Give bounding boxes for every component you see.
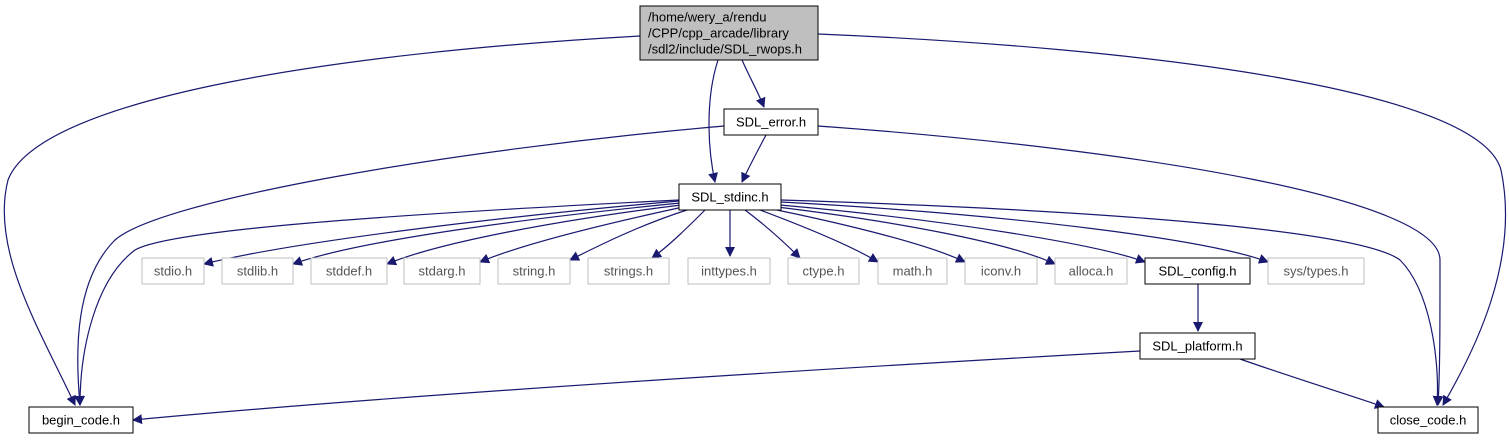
edge-sdl-platform-to-begin-code bbox=[132, 350, 1141, 425]
edge-root-to-begin-code bbox=[3, 35, 641, 406]
node-sdl-error[interactable]: SDL_error.h bbox=[723, 108, 819, 136]
node-label: ctype.h bbox=[803, 264, 845, 279]
edge-sdl-platform-to-close-code bbox=[1239, 358, 1385, 409]
node-box bbox=[310, 257, 388, 285]
node-sys-types[interactable]: sys/types.h bbox=[1267, 257, 1365, 285]
node-stdarg[interactable]: stdarg.h bbox=[403, 257, 481, 285]
node-box bbox=[1377, 406, 1479, 434]
node-inttypes[interactable]: inttypes.h bbox=[687, 257, 771, 285]
node-box bbox=[639, 5, 819, 61]
edge-sdl-stdinc-to-close-code bbox=[780, 199, 1443, 406]
node-label: stdlib.h bbox=[237, 264, 278, 279]
node-label: string.h bbox=[513, 264, 556, 279]
edge-sdl-stdinc-to-begin-code bbox=[75, 199, 680, 406]
node-box bbox=[587, 257, 670, 285]
node-box bbox=[723, 108, 819, 136]
node-close-code[interactable]: close_code.h bbox=[1377, 406, 1479, 434]
edge-sdl-error-to-close-code bbox=[817, 125, 1444, 406]
node-box bbox=[1139, 332, 1256, 360]
node-math[interactable]: math.h bbox=[877, 257, 948, 285]
edge-sdl-stdinc-to-ctype bbox=[744, 209, 801, 259]
edge-sdl-error-to-begin-code bbox=[74, 125, 725, 406]
node-alloca[interactable]: alloca.h bbox=[1054, 257, 1128, 285]
node-box bbox=[687, 257, 771, 285]
edge-root-to-close-code bbox=[817, 33, 1507, 406]
node-label: stdarg.h bbox=[419, 264, 466, 279]
node-label: strings.h bbox=[604, 264, 653, 279]
node-label: stdio.h bbox=[154, 264, 192, 279]
node-stdlib[interactable]: stdlib.h bbox=[221, 257, 294, 285]
node-label: SDL_platform.h bbox=[1152, 339, 1242, 354]
edges-layer bbox=[3, 33, 1507, 425]
edge-sdl-stdinc-to-string bbox=[569, 209, 688, 261]
node-stddef[interactable]: stddef.h bbox=[310, 257, 388, 285]
node-box bbox=[221, 257, 294, 285]
node-iconv[interactable]: iconv.h bbox=[964, 257, 1038, 285]
node-box bbox=[497, 257, 571, 285]
edge-sdl-stdinc-to-stddef bbox=[386, 204, 682, 266]
edge-root-to-sdl-stdinc bbox=[708, 59, 719, 183]
edge-sdl-stdinc-to-iconv bbox=[771, 208, 966, 263]
node-label: sys/types.h bbox=[1283, 264, 1348, 279]
edge-sdl-stdinc-to-sdl-config bbox=[779, 204, 1146, 264]
edge-sdl-stdinc-to-stdio bbox=[203, 200, 680, 267]
node-label: stddef.h bbox=[326, 264, 372, 279]
node-box bbox=[403, 257, 481, 285]
node-label: math.h bbox=[893, 264, 933, 279]
node-label: alloca.h bbox=[1069, 264, 1114, 279]
node-box bbox=[28, 406, 134, 434]
node-label: iconv.h bbox=[981, 264, 1021, 279]
node-box bbox=[964, 257, 1038, 285]
edge-sdl-stdinc-to-math bbox=[759, 209, 879, 263]
node-sdl-config[interactable]: SDL_config.h bbox=[1144, 257, 1251, 285]
node-label: /sdl2/include/SDL_rwops.h bbox=[648, 42, 802, 57]
node-box bbox=[141, 257, 205, 285]
node-sdl-stdinc[interactable]: SDL_stdinc.h bbox=[678, 183, 782, 211]
node-label: SDL_config.h bbox=[1158, 264, 1236, 279]
edge-sdl-stdinc-to-sys-types bbox=[780, 201, 1269, 264]
node-string[interactable]: string.h bbox=[497, 257, 571, 285]
edge-sdl-stdinc-to-stdlib bbox=[292, 202, 681, 266]
node-box bbox=[678, 183, 782, 211]
node-sdl-platform[interactable]: SDL_platform.h bbox=[1139, 332, 1256, 360]
node-root: /home/wery_a/rendu/CPP/cpp_arcade/librar… bbox=[639, 5, 819, 61]
edge-root-to-sdl-error bbox=[741, 59, 766, 108]
edge-sdl-stdinc-to-alloca bbox=[776, 206, 1056, 265]
node-stdio[interactable]: stdio.h bbox=[141, 257, 205, 285]
edge-sdl-stdinc-to-strings bbox=[651, 209, 706, 259]
node-label: SDL_error.h bbox=[736, 115, 806, 130]
node-label: /home/wery_a/rendu bbox=[648, 10, 767, 25]
node-begin-code[interactable]: begin_code.h bbox=[28, 406, 134, 434]
node-strings[interactable]: strings.h bbox=[587, 257, 670, 285]
node-ctype[interactable]: ctype.h bbox=[787, 257, 860, 285]
node-label: begin_code.h bbox=[42, 413, 120, 428]
node-label: /CPP/cpp_arcade/library bbox=[648, 26, 789, 41]
nodes-layer: /home/wery_a/rendu/CPP/cpp_arcade/librar… bbox=[28, 5, 1479, 434]
node-label: inttypes.h bbox=[701, 264, 757, 279]
node-box bbox=[787, 257, 860, 285]
node-label: close_code.h bbox=[1390, 413, 1467, 428]
edge-sdl-error-to-sdl-stdinc bbox=[741, 134, 767, 183]
edge-sdl-stdinc-to-stdarg bbox=[479, 206, 684, 264]
node-box bbox=[1054, 257, 1128, 285]
node-box bbox=[1144, 257, 1251, 285]
node-box bbox=[877, 257, 948, 285]
node-box bbox=[1267, 257, 1365, 285]
node-label: SDL_stdinc.h bbox=[691, 190, 768, 205]
